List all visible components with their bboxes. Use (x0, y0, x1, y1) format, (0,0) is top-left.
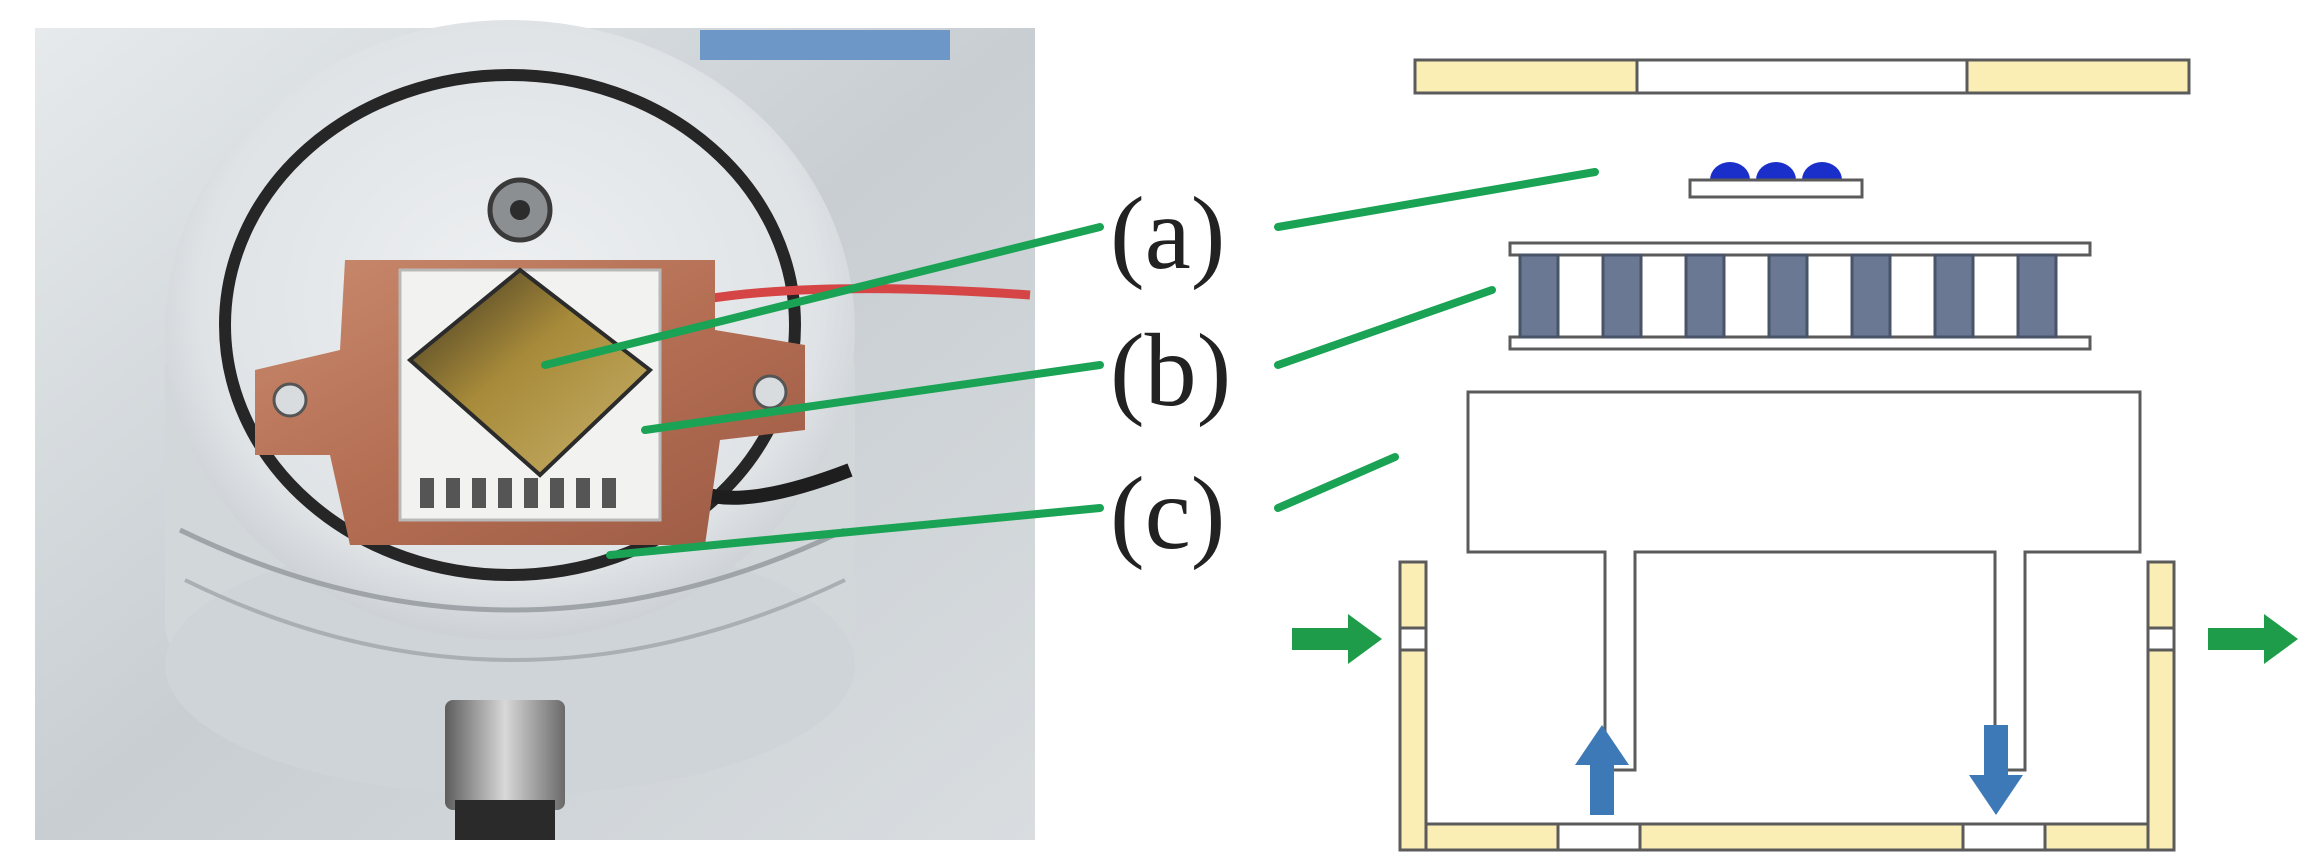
peltier-legs (1518, 253, 2058, 339)
puck-groove-1 (178, 527, 847, 613)
housing-left-wall-bottom (1398, 648, 1428, 852)
droplet-1 (1710, 162, 1750, 180)
schematic (1398, 58, 2191, 852)
droplet-3 (1802, 162, 1842, 180)
photo-panel (35, 20, 1035, 840)
leader-b-photo (641, 361, 1104, 434)
housing (1398, 560, 2176, 852)
housing-outlet-port (1961, 822, 2047, 852)
peltier-fins-photo (420, 478, 616, 508)
coolant-up-arrow (1575, 725, 1629, 815)
flow-arrows (1292, 614, 2298, 664)
housing-left-wall-top (1398, 560, 1428, 630)
lid (1413, 58, 2191, 95)
housing-right-wall-bottom (2146, 648, 2176, 852)
o-ring (219, 69, 801, 581)
cable-nut (445, 700, 565, 810)
housing-left-port (1398, 626, 1428, 652)
outlet-flow-arrow (2208, 614, 2298, 664)
peltier-top-plate (1508, 241, 2092, 257)
cable (455, 800, 555, 840)
sample-substrate (1688, 178, 1864, 199)
leader-c-photo (606, 504, 1104, 559)
leader-a-photo (541, 223, 1104, 369)
inlet-flow-arrow (1292, 614, 1382, 664)
lid-right (1965, 58, 2191, 95)
coolant-down-arrow (1969, 725, 2023, 815)
droplet-2 (1756, 162, 1796, 180)
peltier-bottom-plate (1508, 335, 2092, 351)
housing-right-port (2146, 626, 2176, 652)
label-b: (b) (1110, 313, 1231, 428)
coolant-arrows (1575, 725, 2023, 815)
top-screw-hole (510, 200, 530, 220)
plate-screw-right (752, 374, 788, 410)
housing-floor-middle (1638, 822, 1965, 852)
plate-screw-left (272, 382, 308, 418)
label-a: (a) (1110, 176, 1225, 291)
housing-floor-left (1424, 822, 1560, 852)
heat-sink (1466, 390, 2142, 772)
blue-cable (700, 30, 950, 60)
leader-b-diagram (1274, 286, 1496, 369)
puck-groove-2 (184, 578, 846, 662)
gold-sample-photo (406, 267, 654, 478)
leader-lines (541, 168, 1599, 559)
leader-c-diagram (1274, 453, 1399, 512)
housing-floor-right (2043, 822, 2150, 852)
lid-left (1413, 58, 1639, 95)
leader-a-diagram (1274, 168, 1599, 231)
lid-window (1635, 58, 1969, 95)
puck-bottom (165, 535, 855, 795)
label-c: (c) (1110, 456, 1225, 571)
sample-with-droplets (1688, 162, 1864, 199)
peltier-module (1508, 241, 2092, 351)
housing-right-wall-top (2146, 560, 2176, 630)
housing-inlet-port (1556, 822, 1642, 852)
